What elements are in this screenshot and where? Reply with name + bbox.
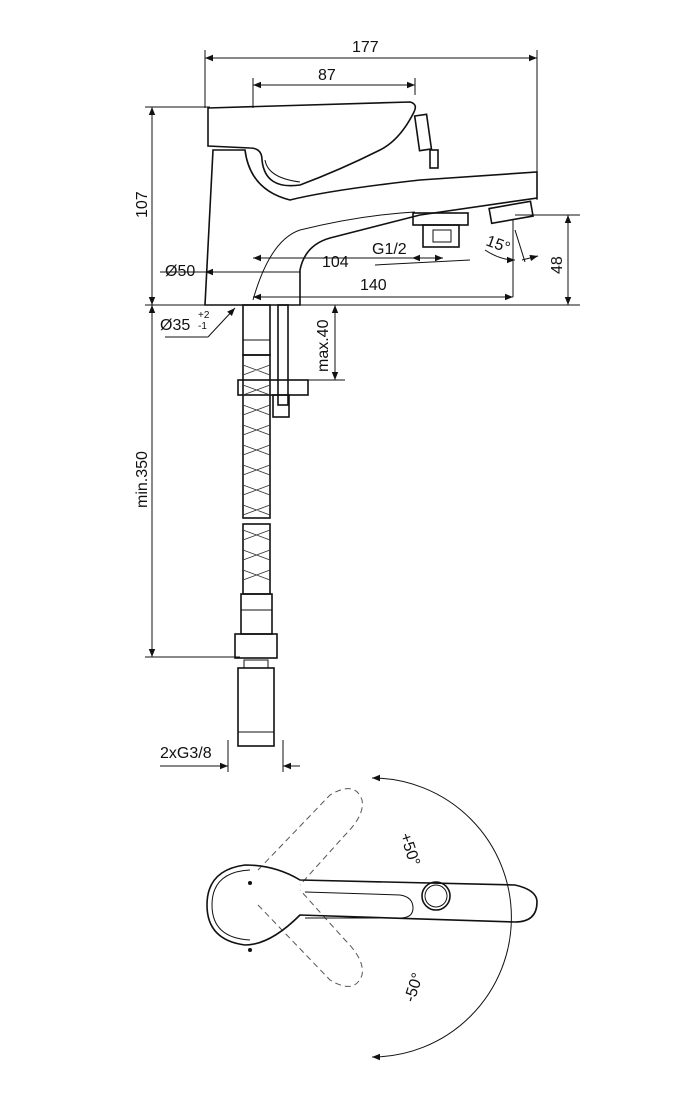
dim-connection: 2xG3/8 <box>160 745 212 762</box>
dim-lever-length: 87 <box>318 67 336 84</box>
dimension-lines <box>148 54 572 770</box>
dim-base-diameter: Ø50 <box>165 263 195 280</box>
dim-shower-angle: 15° <box>484 233 513 257</box>
dim-max-deck: max.40 <box>315 319 332 372</box>
dim-reach-104: 104 <box>322 254 349 271</box>
dim-rotation-plus: +50° <box>396 831 423 868</box>
faucet-side-view <box>204 101 538 306</box>
dim-height: 107 <box>134 191 151 218</box>
dim-hole-diameter: Ø35 <box>160 317 190 334</box>
dim-outlet-thread: G1/2 <box>372 241 407 258</box>
hose-assembly <box>234 304 309 747</box>
dim-overall-length: 177 <box>352 39 379 56</box>
faucet-top-view <box>206 774 538 1061</box>
dim-outlet-height: 48 <box>549 256 566 274</box>
dim-hole-tol-plus: +2 <box>198 310 210 321</box>
dim-min-hose: min.350 <box>134 451 151 508</box>
dim-rotation-minus: -50° <box>402 971 427 1004</box>
dim-hole-tol-minus: -1 <box>198 321 207 332</box>
dimension-labels: 177 87 107 Ø50 104 G1/2 140 15° 48 Ø35 +… <box>134 39 566 1004</box>
dim-reach-140: 140 <box>360 277 387 294</box>
